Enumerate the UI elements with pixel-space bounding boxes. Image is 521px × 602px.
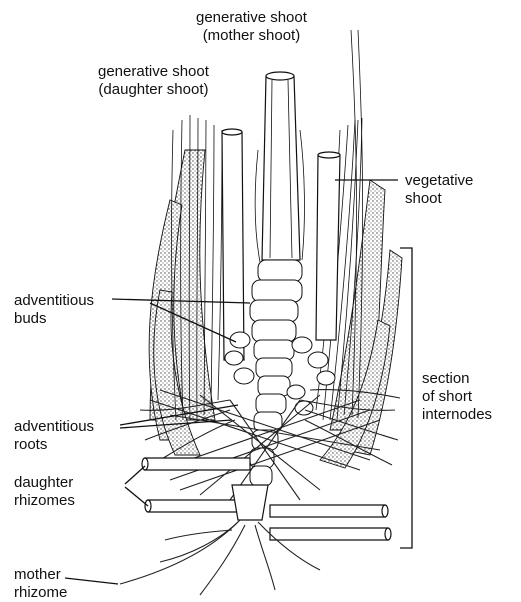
label-line: rhizome xyxy=(14,584,67,602)
label-line: adventitious xyxy=(14,292,94,310)
label-mother-rhizome: mother rhizome xyxy=(14,566,67,602)
label-line: (mother shoot) xyxy=(196,27,307,45)
label-line: section xyxy=(422,370,492,388)
label-line: adventitious xyxy=(14,418,94,436)
label-line: shoot xyxy=(405,190,473,208)
label-line: rhizomes xyxy=(14,492,75,510)
label-line: buds xyxy=(14,310,94,328)
label-line: mother xyxy=(14,566,67,584)
label-generative-mother-shoot: generative shoot (mother shoot) xyxy=(196,9,307,45)
daughter-shoot xyxy=(222,129,244,360)
label-generative-daughter-shoot: generative shoot (daughter shoot) xyxy=(98,63,209,99)
mother-shoot xyxy=(255,72,304,262)
short-internodes xyxy=(250,260,302,486)
label-section-of-short-internodes: section of short internodes xyxy=(422,370,492,424)
label-line: internodes xyxy=(422,406,492,424)
label-adventitious-roots: adventitious roots xyxy=(14,418,94,454)
label-line: (daughter shoot) xyxy=(98,81,209,99)
label-line: roots xyxy=(14,436,94,454)
label-vegetative-shoot: vegetative shoot xyxy=(405,172,473,208)
label-line: generative shoot xyxy=(196,9,307,27)
label-line: generative shoot xyxy=(98,63,209,81)
label-daughter-rhizomes: daughter rhizomes xyxy=(14,474,75,510)
label-line: vegetative xyxy=(405,172,473,190)
label-line: daughter xyxy=(14,474,75,492)
label-line: of short xyxy=(422,388,492,406)
label-adventitious-buds: adventitious buds xyxy=(14,292,94,328)
